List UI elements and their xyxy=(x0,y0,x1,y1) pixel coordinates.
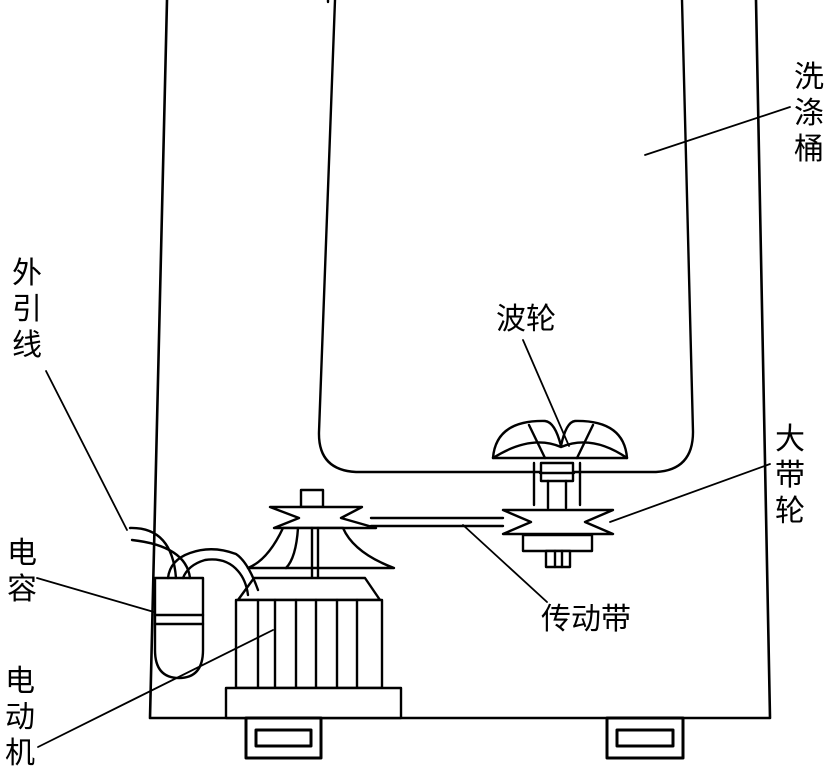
impeller xyxy=(491,419,629,460)
electric-motor xyxy=(224,576,403,720)
label-big-pulley: 大带轮 xyxy=(775,422,805,529)
capacitor xyxy=(153,576,205,680)
label-motor: 电动机 xyxy=(5,664,35,771)
label-lead-wire: 外引线 xyxy=(12,256,42,363)
label-capacitor: 电容 xyxy=(7,536,37,607)
feet xyxy=(244,716,685,760)
motor-pulley xyxy=(246,488,396,580)
lead-wires xyxy=(128,526,260,597)
washing-tub xyxy=(317,0,695,474)
drive-belt xyxy=(369,516,505,528)
label-drive-belt: 传动带 xyxy=(541,602,631,637)
label-impeller: 波轮 xyxy=(496,302,556,337)
label-washing-tub: 洗涤桶 xyxy=(794,60,824,167)
big-pulley xyxy=(501,508,615,569)
impeller-shaft xyxy=(532,461,582,510)
leader-lines xyxy=(36,106,791,748)
